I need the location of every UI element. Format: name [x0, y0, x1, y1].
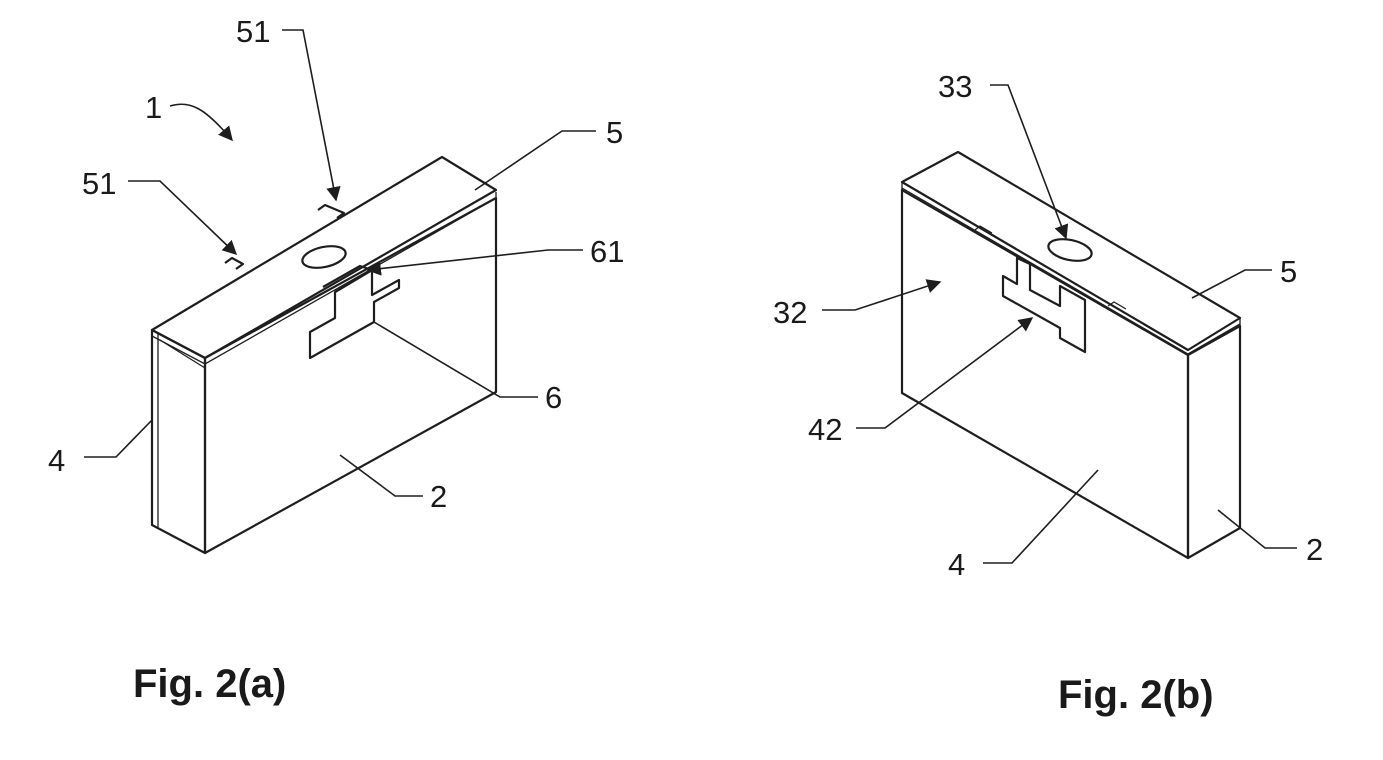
label-tab-left-51: 51 [82, 166, 116, 201]
leader-tab-top-51 [282, 30, 336, 200]
end-face-2b [1188, 326, 1240, 558]
tab-51-top [318, 205, 344, 218]
top-plate-2a [152, 157, 496, 358]
leader-tab-left-51 [128, 181, 236, 254]
label-notch-42: 42 [808, 412, 842, 447]
hole-2a [300, 243, 347, 272]
caption-fig-2a: Fig. 2(a) [133, 662, 286, 706]
top-plate-2b [902, 152, 1240, 350]
figure-2b: 33 5 32 42 4 2 Fig. 2(b) [773, 69, 1323, 717]
hatched-face-2b [902, 190, 1188, 558]
leader-tab-6 [374, 322, 538, 397]
leader-pattern-face-32 [822, 282, 940, 310]
label-pattern-face-32: 32 [773, 295, 807, 330]
label-hatched-face-4: 4 [948, 547, 965, 582]
leader-notch-42 [856, 318, 1032, 428]
caption-fig-2b: Fig. 2(b) [1058, 673, 1214, 717]
label-end-face-2b: 2 [1306, 532, 1323, 567]
label-top-plate-5: 5 [606, 115, 623, 150]
label-side-face-4: 4 [48, 443, 65, 478]
hole-33 [1046, 236, 1093, 265]
tab-51-left [225, 258, 243, 269]
leader-front-face-2 [340, 455, 423, 496]
label-front-face-2: 2 [430, 479, 447, 514]
label-tab-top-51: 51 [236, 14, 270, 49]
leader-end-face-2b [1218, 510, 1297, 548]
leader-hatched-face-4 [983, 470, 1098, 563]
leader-side-face-4 [84, 420, 152, 457]
leader-top-plate-5 [475, 131, 596, 190]
leader-top-plate-5b [1192, 270, 1272, 298]
label-hole-33: 33 [938, 69, 972, 104]
label-assembly-1: 1 [145, 90, 162, 125]
label-slot-61: 61 [590, 234, 624, 269]
label-tab-6: 6 [545, 380, 562, 415]
label-top-plate-5b: 5 [1280, 254, 1297, 289]
leader-assembly-1 [170, 104, 232, 140]
figure-2a: 1 51 51 5 61 6 2 4 Fig. 2(a) [48, 14, 624, 706]
front-face-2a [205, 198, 496, 553]
tab-6 [310, 270, 399, 358]
leader-hole-33 [990, 85, 1066, 238]
